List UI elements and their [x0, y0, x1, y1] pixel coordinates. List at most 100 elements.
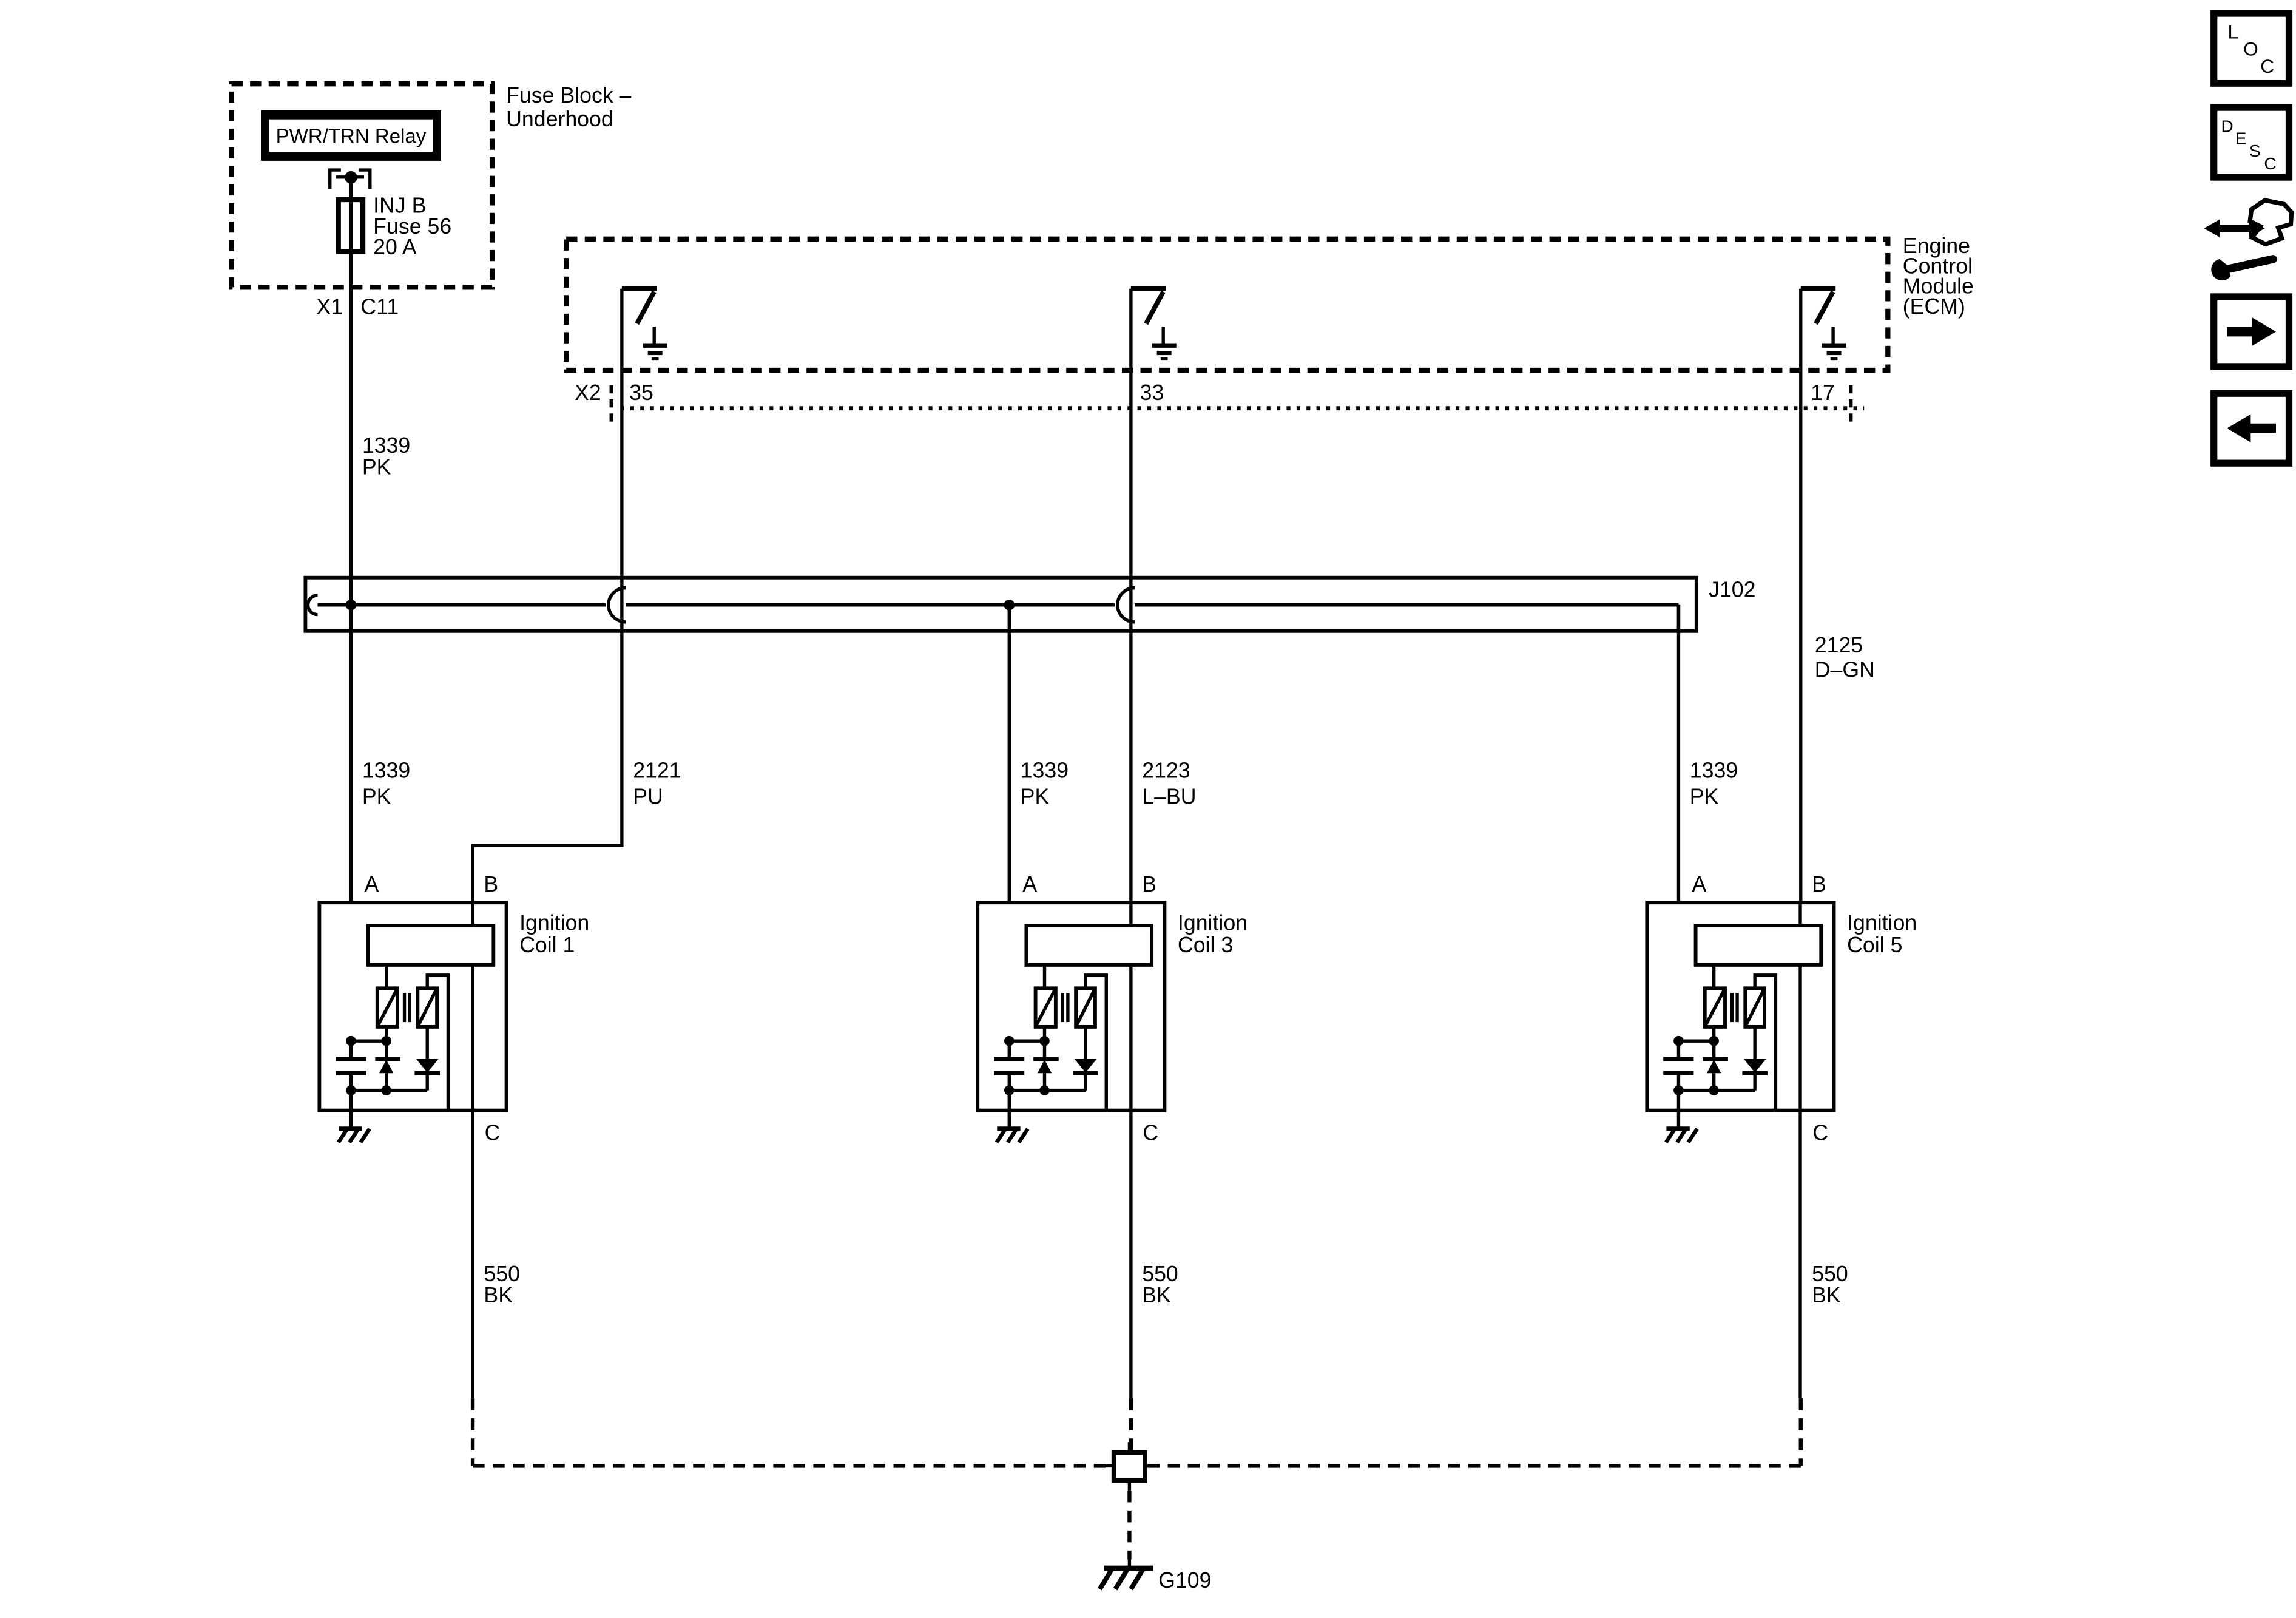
control-wires [471, 408, 1803, 903]
wire-coil3b-color: L–BU [1142, 784, 1196, 808]
ignition-coil-1: A B C Ignition Coil 1 550 BK [319, 605, 589, 1398]
ignition-coil-3-internals [977, 605, 1164, 1398]
loc-button-box[interactable] [2210, 10, 2293, 87]
g109-ground-icon [1098, 1567, 1146, 1591]
ecm-name-2: Control [1903, 254, 1973, 278]
coil1-name-1: Ignition [519, 910, 589, 935]
nav-wiring-repair-icon[interactable] [2204, 198, 2294, 281]
back-button-box[interactable] [2210, 390, 2293, 467]
coil1-pin-b: B [484, 872, 498, 896]
fuse-id-label: Fuse 56 [373, 214, 451, 239]
connector-x2-label: X2 [575, 381, 601, 405]
splice-entry-hook-icon [306, 594, 318, 617]
loc-letter-o: O [2243, 38, 2258, 60]
wrench-head-icon [2211, 259, 2231, 281]
fuse-rating-label: 20 A [373, 235, 417, 259]
ignition-coil-5: A B C Ignition Coil 5 550 BK [1647, 605, 1917, 1398]
wire-coil3a-circuit: 1339 [1021, 759, 1069, 783]
fuse-icon [336, 197, 366, 254]
fuse-name-label: INJ B [373, 193, 426, 217]
ignition-coil-5-internals [1647, 605, 1834, 1398]
wrench-handle [2222, 255, 2277, 274]
wire-coil5b-circuit: 2125 [1815, 633, 1863, 657]
no-connection-hop-icon [1116, 586, 1135, 624]
ground-splice-stubs [1103, 1442, 1156, 1491]
ignition-coil-1-internals [319, 605, 506, 1398]
connector-outline-icon [2247, 198, 2294, 247]
nav-desc-button[interactable]: D E S C [2210, 104, 2293, 181]
loc-letter-l: L [2227, 21, 2238, 43]
wire-coil1b-circuit: 2121 [633, 759, 681, 783]
pwr-trn-relay-window [269, 119, 433, 152]
wire-coil5b-color: D–GN [1815, 657, 1875, 682]
splice-pack-j102: J102 [303, 575, 1756, 633]
desc-letter-d: D [2221, 117, 2233, 136]
desc-letter-s: S [2249, 141, 2261, 160]
coil3-pin-c: C [1143, 1121, 1158, 1145]
wire-coil3gnd-circuit: 550 [1142, 1262, 1178, 1286]
coil5-ground-run-dashed [1147, 1398, 1803, 1468]
wire-feed-color: PK [362, 455, 391, 479]
wire-coil1gnd-color: BK [484, 1283, 513, 1307]
nav-forward-button[interactable] [2210, 293, 2293, 370]
desc-letter-e: E [2235, 129, 2247, 147]
forward-arrow-icon [2252, 317, 2276, 346]
wire-labels: 1339 PK 2121 PU 1339 PK 2123 L–BU 1339 P… [362, 633, 1875, 808]
g109-label: G109 [1158, 1568, 1211, 1593]
fuse-block-box [229, 81, 495, 290]
ecm-box [564, 236, 1891, 373]
coil3-name-1: Ignition [1178, 910, 1248, 935]
coil1-pin-a: A [365, 872, 379, 896]
coil3-pin-a: A [1022, 872, 1037, 896]
ground-distribution-g109: G109 [470, 1398, 1803, 1593]
desc-button-box[interactable] [2210, 104, 2293, 181]
coil5-pin-a: A [1692, 872, 1706, 896]
coil1-pin-c: C [485, 1121, 501, 1145]
back-arrow-icon [2227, 414, 2251, 442]
pin-35-label: 35 [629, 381, 653, 405]
coil5-name-2: Coil 5 [1847, 933, 1902, 957]
wire-coil5a-circuit: 1339 [1690, 759, 1738, 783]
desc-letter-c: C [2264, 154, 2276, 173]
wire-coil1a-color: PK [362, 784, 391, 808]
fuse-block-title-2: Underhood [506, 107, 613, 131]
wire-coil5a-color: PK [1690, 784, 1719, 808]
coil5-name-1: Ignition [1847, 910, 1917, 935]
fuse-block-underhood: Fuse Block – Underhood PWR/TRN Relay INJ… [229, 81, 632, 605]
wire-2121-pu [471, 408, 624, 903]
wire-coil3a-color: PK [1021, 784, 1050, 808]
connector-c11-label: C11 [360, 295, 399, 319]
wire-feed-circuit: 1339 [362, 433, 410, 458]
pin-17-label: 17 [1811, 381, 1835, 405]
coil3-pin-b: B [1142, 872, 1156, 896]
nav-back-button[interactable] [2210, 390, 2293, 467]
arrow-left-head [2204, 219, 2220, 237]
coil3-name-2: Coil 3 [1178, 933, 1233, 957]
splice-j102-label: J102 [1709, 577, 1755, 601]
wire-coil5gnd-circuit: 550 [1812, 1262, 1848, 1286]
nav-panel: L O C D E S C [2204, 10, 2294, 467]
pwr-trn-relay-label: PWR/TRN Relay [276, 124, 427, 147]
ecm-name-3: Module [1903, 274, 1974, 299]
wire-coil5gnd-color: BK [1812, 1283, 1841, 1307]
loc-letter-c: C [2260, 55, 2274, 77]
nav-loc-button[interactable]: L O C [2210, 10, 2293, 87]
wire-coil1b-color: PU [633, 784, 663, 808]
wire-coil3b-circuit: 2123 [1142, 759, 1190, 783]
wire-coil3gnd-color: BK [1142, 1283, 1171, 1307]
engine-control-module: Engine Control Module (ECM) X2 35 33 17 [564, 234, 1974, 427]
connector-x1-label: X1 [316, 295, 343, 319]
terminal-brackets-icon [328, 168, 372, 189]
ecm-name-4: (ECM) [1903, 294, 1965, 319]
coil1-name-2: Coil 1 [519, 933, 575, 957]
ignition-coil-3: A B C Ignition Coil 3 550 BK [977, 605, 1248, 1398]
relay-terminal [328, 168, 372, 189]
ecm-name-1: Engine [1903, 234, 1970, 258]
wire-coil1a-circuit: 1339 [362, 759, 410, 783]
coil5-pin-b: B [1812, 872, 1826, 896]
splice-pack-box [303, 575, 1698, 633]
pin-33-label: 33 [1140, 381, 1164, 405]
no-connection-hop-icon [607, 586, 626, 624]
